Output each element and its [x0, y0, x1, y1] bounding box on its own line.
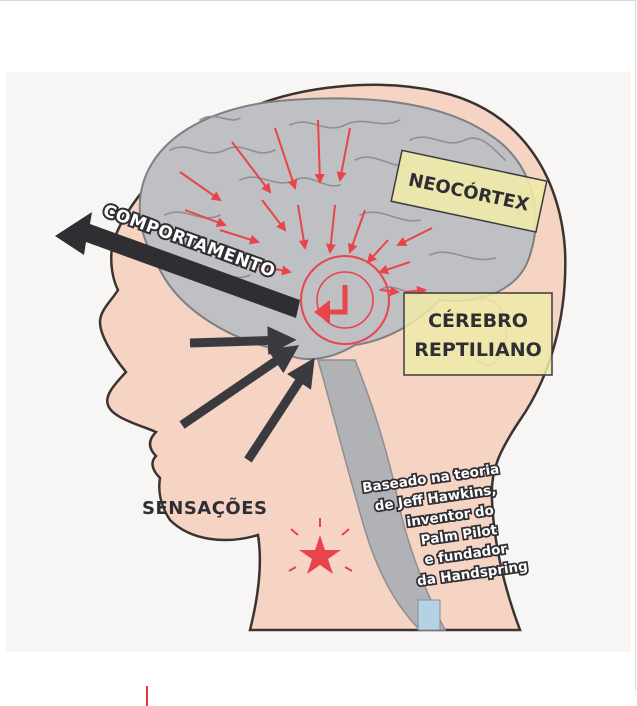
- cerebro-label-line1: CÉREBRO: [428, 309, 528, 332]
- red-accent-tick: [146, 686, 148, 706]
- cerebro-label-box: CÉREBRO REPTILIANO: [404, 293, 552, 375]
- spinal-cord: [418, 600, 440, 630]
- sensacoes-label: SENSAÇÕES: [142, 496, 268, 519]
- cerebro-label-line2: REPTILIANO: [414, 339, 542, 361]
